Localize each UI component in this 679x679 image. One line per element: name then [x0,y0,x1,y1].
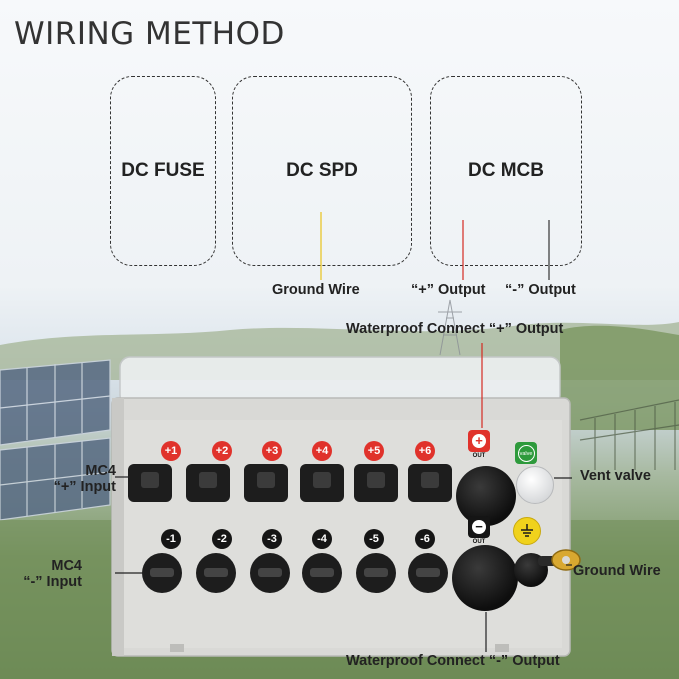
minus-output-label: “-” Output [505,282,576,298]
mount-tab [495,644,509,652]
mc4-minus-line1: MC4 [51,558,82,574]
mc4-minus-connector [196,553,236,593]
input-plus-badge: +5 [364,441,384,461]
ground-wire-right-label: Ground Wire [573,563,661,579]
input-plus-badge: +3 [262,441,282,461]
mc4-plus-connector [300,464,344,502]
out-plus-text: OUT [472,453,486,459]
dc-spd-label: DC SPD [286,160,358,181]
input-minus-badge: -3 [262,529,282,549]
ground-symbol-icon [513,517,541,545]
mount-tab [170,644,184,652]
mc4-minus-connector [356,553,396,593]
input-plus-badge: +4 [312,441,332,461]
page-title: WIRING METHOD [14,16,285,52]
waterproof-plus-label: Waterproof Connect “+” Output [346,321,564,337]
input-minus-badge: -4 [312,529,332,549]
enclosure-edge [112,398,124,656]
mc4-minus-line2: “-” Input [23,574,82,590]
input-minus-badge: -1 [161,529,181,549]
mc4-plus-label: MC4 “+” Input [14,463,116,495]
out-minus-symbol: − [472,520,486,534]
input-plus-badge: +6 [415,441,435,461]
mc4-plus-connector [128,464,172,502]
near-hills [560,325,679,430]
mc4-minus-label: MC4 “-” Input [0,558,82,590]
dc-spd-box: DC SPD [232,76,412,266]
solar-panels [0,359,111,521]
input-minus-badge: -2 [212,529,232,549]
out-plus-symbol: + [472,434,486,448]
valve-icon-text: valve [517,444,535,462]
waterproof-minus-label: Waterproof Connect “-” Output [346,653,560,669]
input-plus-badge: +2 [212,441,232,461]
dc-mcb-label: DC MCB [468,160,544,181]
mc4-plus-connector [244,464,288,502]
out-plus-icon: + [468,430,490,452]
waterproof-minus-gland [452,545,518,611]
mc4-minus-connector [408,553,448,593]
ground-wire-top-label: Ground Wire [272,282,360,298]
ground-lug [538,549,581,571]
out-minus-icon: − [468,516,490,538]
input-plus-badge: +1 [161,441,181,461]
mc4-plus-connector [354,464,398,502]
valve-icon: valve [515,442,537,464]
mc4-minus-connector [250,553,290,593]
out-minus-text: OUT [472,539,486,545]
mc4-plus-connector [186,464,230,502]
dc-mcb-box: DC MCB [430,76,582,266]
mc4-plus-line1: MC4 [85,463,116,479]
dc-fuse-label: DC FUSE [121,160,205,181]
power-tower [438,299,462,356]
mc4-plus-line2: “+” Input [53,479,116,495]
vent-valve [516,466,554,504]
plus-output-label: “+” Output [411,282,486,298]
dc-fuse-box: DC FUSE [110,76,216,266]
input-minus-badge: -5 [364,529,384,549]
fence [579,399,679,470]
mc4-plus-connector [408,464,452,502]
mc4-minus-connector [142,553,182,593]
vent-valve-label: Vent valve [580,468,651,484]
input-minus-badge: -6 [415,529,435,549]
mc4-minus-connector [302,553,342,593]
